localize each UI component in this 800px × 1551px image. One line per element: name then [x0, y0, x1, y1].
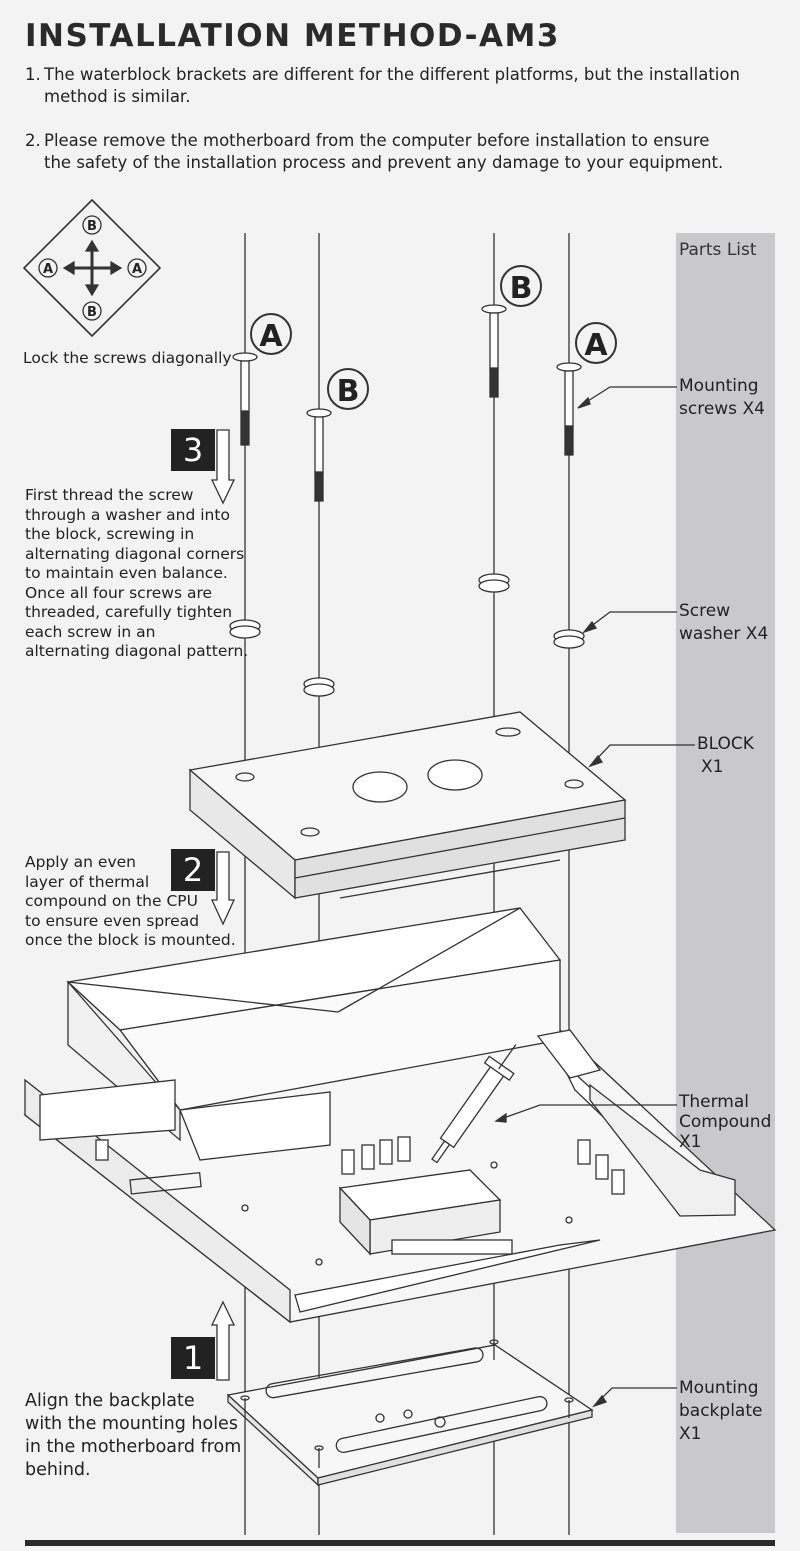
step-3-line: each screw in an [25, 622, 156, 641]
step-1-line: Align the backplate [25, 1391, 195, 1411]
parts-list-panel [676, 233, 775, 1533]
water-block [188, 711, 627, 900]
diagonal-lock-icon [22, 198, 162, 338]
note-number: 2. [25, 131, 41, 150]
thermal-compound-syringe [431, 1044, 517, 1164]
part-label-line: Thermal [679, 1092, 750, 1112]
part-label-line: X1 [679, 1132, 702, 1152]
diagonal-label-a: A [43, 262, 53, 277]
screw-label-b: B [510, 271, 533, 306]
part-label-line: Screw [679, 601, 731, 621]
motherboard [23, 907, 777, 1324]
step-1-line: behind. [25, 1460, 91, 1480]
mounting-backplate [226, 1339, 594, 1487]
step-2-text: Apply an even layer of thermal compound … [25, 853, 236, 951]
label-circle-b [327, 368, 369, 410]
washer [478, 573, 510, 593]
part-screw-washer: Screw washer X4 [679, 600, 768, 646]
part-label-line: screws X4 [679, 399, 765, 419]
part-mounting-backplate: Mounting backplate X1 [679, 1377, 762, 1446]
step-3-line: to maintain even balance. [25, 564, 228, 582]
step-2-line: to ensure even spread [25, 911, 200, 930]
step-1-text: Align the backplate with the mounting ho… [25, 1390, 241, 1482]
up-arrow-step1 [210, 1300, 236, 1381]
parts-list-title: Parts List [679, 240, 757, 260]
step-1-line: with the mounting holes [25, 1414, 238, 1434]
step-1-line: in the motherboard from [25, 1437, 242, 1457]
part-label-line: Compound [679, 1112, 772, 1132]
step-3-line: alternating diagonal pattern. [25, 642, 249, 660]
step-number-2: 2 [171, 849, 215, 891]
step-2-line: compound on the CPU [25, 892, 198, 910]
down-arrow-step2 [210, 851, 236, 926]
screw [232, 352, 258, 446]
note-number: 1. [25, 65, 41, 84]
part-label-line: X1 [701, 757, 724, 777]
part-block: BLOCK X1 [697, 733, 754, 779]
step-2-line: layer of thermal [25, 872, 150, 891]
step-3-line: First thread the screw [25, 486, 194, 504]
screw-label-a: A [584, 328, 608, 363]
part-label-line: X1 [679, 1424, 702, 1444]
screw-label-b: B [337, 374, 360, 409]
diagonal-caption: Lock the screws diagonally [23, 349, 232, 367]
footer-rule [25, 1540, 775, 1546]
note-text-line1: Please remove the motherboard from the c… [44, 131, 710, 150]
part-label-line: Mounting [679, 376, 759, 396]
washer [553, 629, 585, 649]
step-number-1: 1 [171, 1337, 215, 1379]
note-text-line1: The waterblock brackets are different fo… [44, 65, 740, 84]
screw [481, 304, 507, 398]
screw [306, 408, 332, 502]
diagonal-label-b: B [87, 219, 97, 234]
note-text-line2: method is similar. [44, 87, 191, 106]
step-3-line: through a washer and into [25, 505, 230, 524]
leader-lines [494, 386, 695, 1408]
part-label-line: Mounting [679, 1378, 759, 1398]
washer [303, 677, 335, 697]
step-3-line: Once all four screws are [25, 583, 213, 602]
part-thermal-compound: Thermal Compound X1 [679, 1092, 771, 1152]
step-3-line: threaded, carefully tighten [25, 603, 233, 621]
instruction-note-2: 2.Please remove the motherboard from the… [25, 130, 785, 174]
part-label-line: BLOCK [697, 734, 754, 754]
step-number-3: 3 [171, 429, 215, 471]
screw [556, 362, 582, 456]
label-circle-b [500, 265, 542, 307]
step-2-line: Apply an even [25, 853, 137, 871]
step-3-text: First thread the screw through a washer … [25, 486, 248, 662]
part-mounting-screws: Mounting screws X4 [679, 375, 765, 421]
diagonal-label-a: A [132, 262, 142, 277]
screw-label-a: A [259, 319, 283, 354]
step-3-line: alternating diagonal corners [25, 544, 245, 563]
label-circle-a [250, 313, 292, 355]
note-text-line2: the safety of the installation process a… [44, 153, 724, 172]
step-2-line: once the block is mounted. [25, 931, 236, 949]
instruction-note-1: 1.The waterblock brackets are different … [25, 64, 785, 108]
part-label-line: washer X4 [679, 624, 769, 644]
step-3-line: the block, screwing in [25, 525, 195, 543]
diagonal-label-b: B [87, 305, 97, 320]
washer [229, 619, 261, 639]
down-arrow-step3 [210, 429, 236, 505]
label-circle-a [575, 322, 617, 364]
page-title: INSTALLATION METHOD-AM3 [25, 18, 560, 54]
part-label-line: backplate [679, 1401, 763, 1421]
